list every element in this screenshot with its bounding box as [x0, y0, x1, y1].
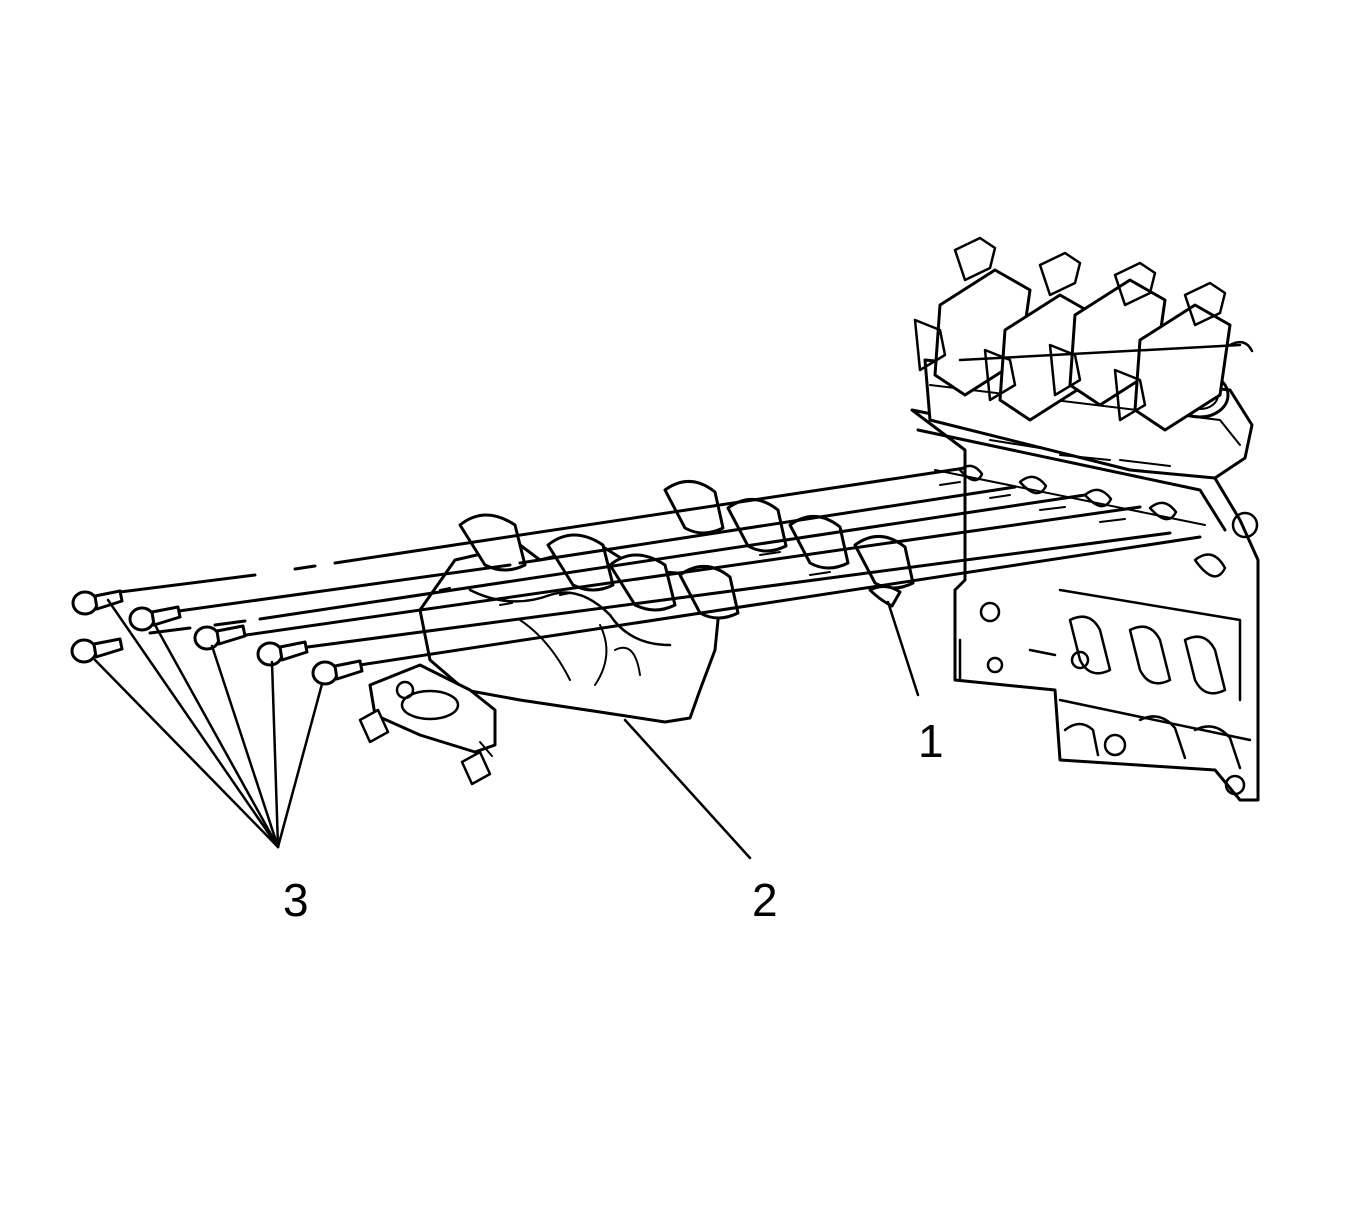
- leader-lines: [93, 598, 920, 860]
- exhaust-manifold-gasket: [868, 585, 902, 608]
- callout-gasket: 1: [918, 715, 944, 767]
- bolt-set: [70, 589, 364, 686]
- callout-bolts: 3: [283, 874, 309, 926]
- bolt: [128, 605, 182, 632]
- engine-cylinder-head: [910, 236, 1260, 802]
- bolt: [70, 637, 124, 664]
- bolt-alignment-lines: [118, 466, 1202, 670]
- bolt: [193, 624, 247, 651]
- exhaust-manifold: [358, 480, 915, 786]
- bolt: [256, 640, 309, 667]
- bolt: [311, 659, 364, 686]
- callout-exhaust-manifold: 2: [752, 874, 778, 926]
